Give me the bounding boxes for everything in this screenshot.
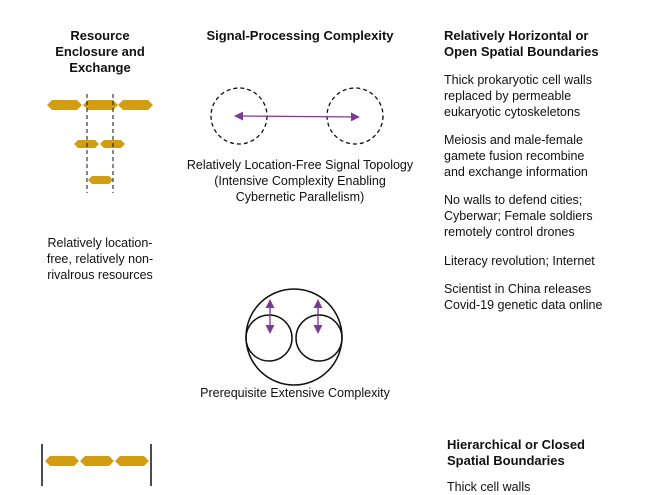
signal-topology-line: (Intensive Complexity Enabling — [214, 174, 386, 188]
resource-heading-line: Exchange — [69, 60, 131, 75]
open-example: No walls to defend cities; Cyberwar; Fem… — [444, 192, 644, 240]
open-boundaries-heading-line: Relatively Horizontal or — [444, 28, 589, 43]
example-line: remotely control drones — [444, 225, 575, 239]
example-line: and exchange information — [444, 165, 588, 179]
example-line: Covid-19 genetic data online — [444, 298, 603, 312]
example-line: replaced by permeable — [444, 89, 572, 103]
open-example: Scientist in China releases Covid-19 gen… — [444, 281, 644, 313]
resource-caption-line: free, relatively non- — [46, 252, 154, 266]
outer-circle — [245, 288, 343, 386]
resource-token-group-open — [47, 94, 153, 193]
resource-heading: Resource Enclosure and Exchange — [40, 28, 160, 76]
open-example: Thick prokaryotic cell walls replaced by… — [444, 72, 644, 120]
resource-caption-line: rivalrous resources — [47, 268, 153, 282]
resource-token — [45, 456, 79, 466]
example-line: No walls to defend cities; — [444, 193, 583, 207]
example-line: Thick prokaryotic cell walls — [444, 73, 592, 87]
resource-token — [83, 100, 118, 110]
example-line: Scientist in China releases — [444, 282, 592, 296]
resource-token — [118, 100, 153, 110]
closed-boundaries-heading-line: Spatial Boundaries — [447, 453, 565, 468]
inner-circle — [245, 314, 293, 362]
open-example: Meiosis and male-female gamete fusion re… — [444, 132, 644, 180]
example-line: gamete fusion recombine — [444, 149, 585, 163]
open-example: Literacy revolution; Internet — [444, 253, 644, 269]
dashed-node-circle — [326, 87, 384, 145]
resource-token — [115, 456, 149, 466]
open-boundaries-heading: Relatively Horizontal or Open Spatial Bo… — [444, 28, 644, 60]
closed-boundaries-heading: Hierarchical or Closed Spatial Boundarie… — [447, 437, 647, 469]
resource-token — [80, 456, 114, 466]
resource-caption-line: Relatively location- — [47, 236, 153, 250]
example-line: Meiosis and male-female — [444, 133, 583, 147]
example-line: eukaryotic cytoskeletons — [444, 105, 581, 119]
resource-caption: Relatively location- free, relatively no… — [35, 235, 165, 283]
example-line: Literacy revolution; Internet — [444, 254, 595, 268]
prerequisite-label: Prerequisite Extensive Complexity — [200, 386, 390, 400]
open-boundaries-heading-line: Open Spatial Boundaries — [444, 44, 599, 59]
signal-topology-line: Cybernetic Parallelism) — [235, 190, 365, 204]
example-line: Cyberwar; Female soldiers — [444, 209, 593, 223]
resource-token — [47, 100, 82, 110]
signal-heading: Signal-Processing Complexity — [206, 28, 394, 43]
signal-double-arrow — [234, 111, 360, 122]
resource-token-group-closed — [41, 444, 152, 486]
inner-circle — [295, 314, 343, 362]
resource-heading-line: Enclosure and — [55, 44, 145, 59]
signal-topology-label: Relatively Location-Free Signal Topology… — [175, 157, 425, 205]
location-free-signal-diagram — [210, 87, 384, 145]
resource-heading-line: Resource — [70, 28, 130, 43]
extensive-complexity-diagram — [245, 288, 343, 386]
resource-token — [88, 176, 113, 184]
signal-topology-line: Relatively Location-Free Signal Topology — [186, 158, 414, 172]
closed-boundaries-heading-line: Hierarchical or Closed — [447, 437, 585, 452]
